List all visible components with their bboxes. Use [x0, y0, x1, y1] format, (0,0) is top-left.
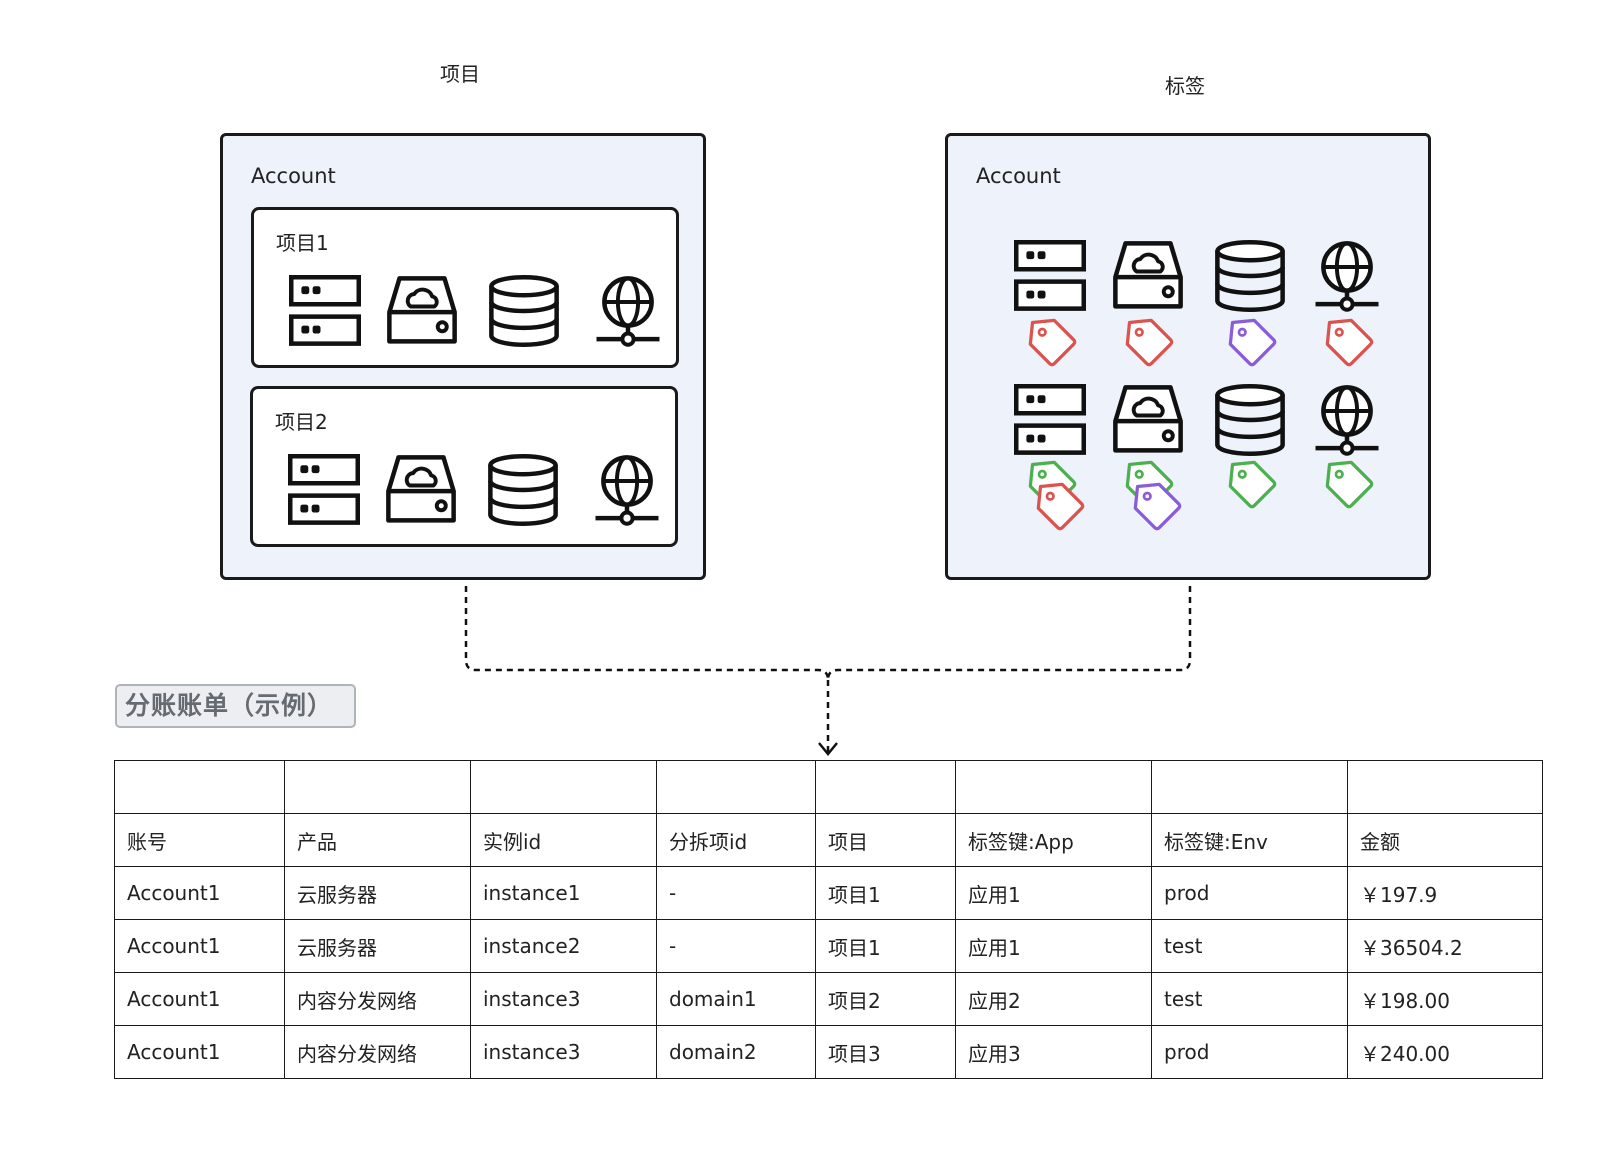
table-cell: -: [656, 866, 816, 920]
table-cell: 项目2: [815, 972, 956, 1026]
table-cell: 项目1: [815, 919, 956, 973]
connector-right: [826, 586, 1192, 681]
bill-table: 账号 产品 实例id 分拆项id 项目 标签键:App 标签键:Env 金额 A…: [114, 760, 1543, 1079]
table-row: Account1 云服务器 instance1 - 项目1 应用1 prod ￥…: [114, 866, 1543, 920]
table-cell: ￥198.00: [1347, 972, 1543, 1026]
table-cell: 项目3: [815, 1025, 956, 1079]
table-cell: instance1: [470, 866, 657, 920]
table-cell: Account1: [114, 972, 285, 1026]
table-cell: ￥36504.2: [1347, 919, 1543, 973]
connector-left: [464, 586, 830, 681]
header-cell: 标签键:Env: [1151, 813, 1348, 867]
arrow-head: [818, 742, 838, 756]
table-empty-row: [114, 760, 1543, 814]
table-cell: 项目1: [815, 866, 956, 920]
table-row: Account1 内容分发网络 instance3 domain1 项目2 应用…: [114, 972, 1543, 1026]
table-cell: prod: [1151, 866, 1348, 920]
table-cell: instance2: [470, 919, 657, 973]
table-cell: 应用3: [955, 1025, 1152, 1079]
table-cell: 云服务器: [284, 866, 471, 920]
header-cell: 金额: [1347, 813, 1543, 867]
left-account-label: Account: [251, 164, 336, 188]
table-cell: domain1: [656, 972, 816, 1026]
table-cell: 应用1: [955, 919, 1152, 973]
table-cell: ￥240.00: [1347, 1025, 1543, 1079]
table-cell: Account1: [114, 1025, 285, 1079]
table-cell: 内容分发网络: [284, 972, 471, 1026]
table-row: Account1 内容分发网络 instance3 domain2 项目3 应用…: [114, 1025, 1543, 1079]
table-cell: prod: [1151, 1025, 1348, 1079]
left-section-title: 项目: [440, 62, 480, 86]
left-account-box: Account 项目1 项目2: [220, 133, 706, 580]
project-box-1: 项目1: [251, 207, 679, 368]
table-row: Account1 云服务器 instance2 - 项目1 应用1 test ￥…: [114, 919, 1543, 973]
project-label-2: 项目2: [275, 410, 328, 434]
right-account-label: Account: [976, 164, 1061, 188]
table-cell: instance3: [470, 972, 657, 1026]
table-cell: 内容分发网络: [284, 1025, 471, 1079]
right-account-box: Account: [945, 133, 1431, 580]
table-cell: 应用2: [955, 972, 1152, 1026]
table-cell: test: [1151, 972, 1348, 1026]
table-cell: -: [656, 919, 816, 973]
bill-label: 分账账单（示例）: [115, 684, 356, 728]
table-cell: ￥197.9: [1347, 866, 1543, 920]
table-cell: 应用1: [955, 866, 1152, 920]
table-cell: instance3: [470, 1025, 657, 1079]
table-cell: domain2: [656, 1025, 816, 1079]
table-cell: test: [1151, 919, 1348, 973]
table-cell: Account1: [114, 866, 285, 920]
project-label-1: 项目1: [276, 231, 329, 255]
header-cell: 分拆项id: [656, 813, 816, 867]
header-cell: 项目: [815, 813, 956, 867]
header-cell: 账号: [114, 813, 285, 867]
table-header-row: 账号 产品 实例id 分拆项id 项目 标签键:App 标签键:Env 金额: [114, 813, 1543, 867]
header-cell: 产品: [284, 813, 471, 867]
right-section-title: 标签: [1165, 74, 1205, 98]
table-cell: 云服务器: [284, 919, 471, 973]
table-cell: Account1: [114, 919, 285, 973]
header-cell: 标签键:App: [955, 813, 1152, 867]
project-box-2: 项目2: [250, 386, 678, 547]
header-cell: 实例id: [470, 813, 657, 867]
